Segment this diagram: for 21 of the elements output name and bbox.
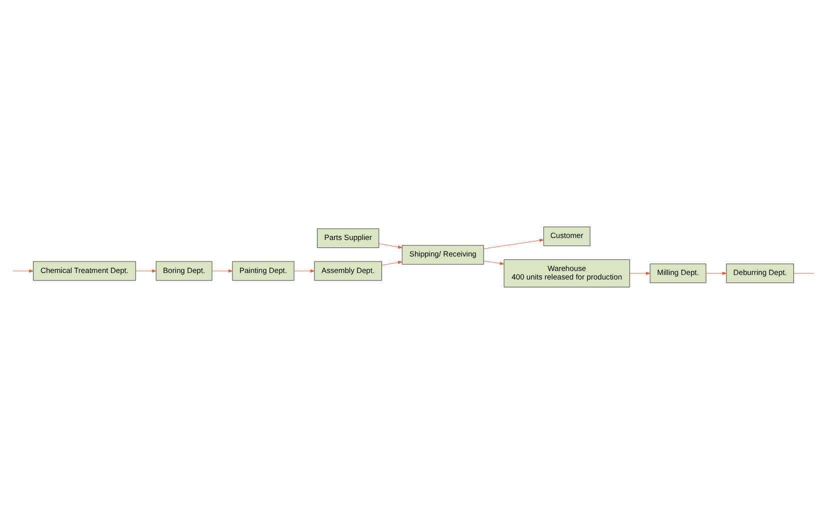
node-box: Chemical Treatment Dept. (33, 261, 136, 281)
node-box: Boring Dept. (156, 261, 212, 281)
arrow (382, 260, 402, 266)
arrow (12, 269, 34, 273)
connector (794, 273, 814, 274)
arrow (484, 260, 504, 265)
node-box: Customer (543, 226, 590, 246)
node-box: Deburring Dept. (726, 264, 794, 284)
arrow (484, 238, 544, 250)
node-box: Painting Dept. (232, 261, 294, 281)
node-box: Shipping/ Receiving (402, 245, 484, 265)
arrow (212, 269, 233, 273)
node-box: Warehouse 400 units released for production (504, 259, 630, 288)
arrow (378, 243, 402, 249)
arrow (706, 272, 727, 275)
arrow (294, 269, 315, 273)
arrow (629, 272, 650, 275)
arrow (135, 269, 156, 273)
node-box: Parts Supplier (317, 228, 380, 248)
node-box: Assembly Dept. (314, 261, 382, 281)
node-box: Milling Dept. (650, 264, 706, 284)
